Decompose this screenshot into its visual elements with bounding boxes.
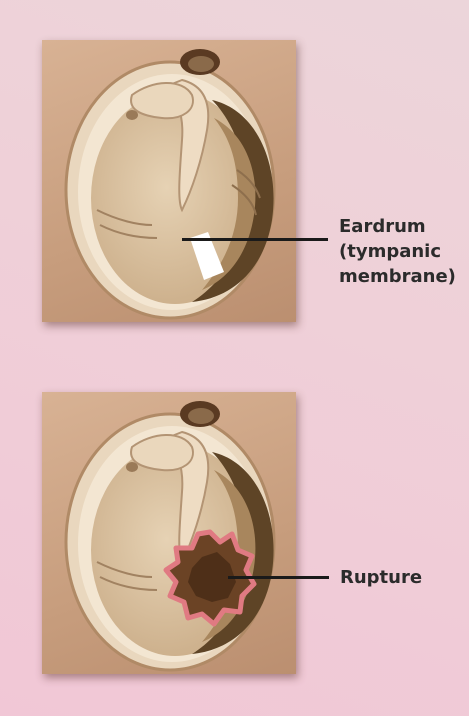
- eardrum-label-line3: membrane): [339, 264, 456, 289]
- intact-eardrum-illustration: [42, 40, 296, 322]
- eardrum-label-line1: Eardrum: [339, 214, 426, 239]
- rupture-label: Rupture: [340, 565, 422, 590]
- ruptured-eardrum-drawing: [42, 392, 296, 674]
- ruptured-eardrum-illustration: [42, 392, 296, 674]
- intact-eardrum-drawing: [42, 40, 296, 322]
- eardrum-label-line2: (tympanic: [339, 239, 441, 264]
- eardrum-pointer-line: [182, 238, 328, 241]
- rupture-pointer-line: [228, 576, 329, 579]
